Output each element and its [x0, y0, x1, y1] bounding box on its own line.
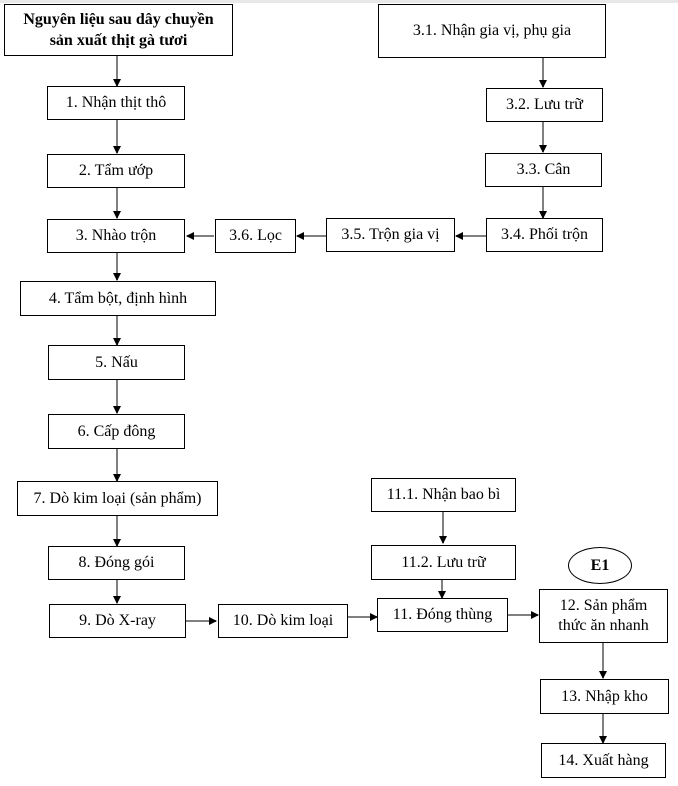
step-3-2-storage: 3.2. Lưu trữ	[486, 88, 603, 122]
step-11-case-pack: 11. Đóng thùng	[377, 598, 508, 632]
step-10-metal-detect: 10. Dò kim loại	[218, 604, 348, 638]
step-label: 3.3. Cân	[516, 161, 571, 178]
step-7-metal-detect-product: 7. Dò kim loại (sản phẩm)	[17, 481, 218, 516]
start-node-line1: Nguyên liệu sau dây chuyền	[23, 11, 214, 28]
step-label: 9. Dò X-ray	[79, 612, 156, 629]
step-3-5-mix-spices: 3.5. Trộn gia vị	[326, 218, 455, 252]
step-label: 14. Xuất hàng	[558, 751, 649, 769]
top-border-band	[0, 0, 678, 3]
step-5-cook: 5. Nấu	[48, 345, 185, 380]
step-11-2-storage: 11.2. Lưu trữ	[371, 545, 516, 580]
step-2-marinate: 2. Tẩm ướp	[47, 154, 185, 188]
step-label: 1. Nhận thịt thô	[65, 94, 167, 111]
step-4-coat-shape: 4. Tẩm bột, định hình	[20, 281, 216, 316]
step-label: 11.1. Nhận bao bì	[386, 486, 501, 503]
e1-marker: E1	[568, 547, 632, 584]
step-label: 3.2. Lưu trữ	[506, 96, 583, 113]
step-label: 7. Dò kim loại (sản phẩm)	[33, 489, 202, 507]
step-1-receive-raw-meat: 1. Nhận thịt thô	[47, 86, 185, 120]
step-label: 3. Nhào trộn	[75, 227, 157, 244]
step-label: 11. Đóng thùng	[392, 606, 493, 623]
step-label: 2. Tẩm ướp	[78, 162, 154, 179]
step-3-4-blend: 3.4. Phối trộn	[486, 218, 603, 252]
step-13-warehouse-in: 13. Nhập kho	[540, 679, 669, 714]
step-6-freeze: 6. Cấp đông	[48, 414, 185, 449]
step-14-dispatch: 14. Xuất hàng	[541, 743, 666, 778]
step-label: 3.1. Nhận gia vị, phụ gia	[412, 22, 572, 39]
step-label-line1: 12. Sản phẩm	[559, 597, 648, 614]
step-3-knead-mix: 3. Nhào trộn	[47, 219, 185, 253]
e1-marker-label: E1	[590, 556, 610, 574]
step-label-line2: thức ăn nhanh	[558, 617, 649, 634]
start-node-line2: sản xuất thịt gà tươi	[49, 32, 188, 49]
step-3-1-receive-spices: 3.1. Nhận gia vị, phụ gia	[378, 4, 606, 58]
step-label: 3.4. Phối trộn	[500, 226, 589, 243]
step-3-6-filter: 3.6. Lọc	[215, 219, 296, 253]
step-3-3-weigh: 3.3. Cân	[485, 153, 602, 187]
step-label: 13. Nhập kho	[561, 687, 648, 705]
step-11-1-receive-packaging: 11.1. Nhận bao bì	[371, 478, 516, 512]
step-8-pack: 8. Đóng gói	[48, 546, 185, 580]
start-node-raw-material: Nguyên liệu sau dây chuyền sản xuất thịt…	[4, 4, 233, 56]
step-label: 3.6. Lọc	[229, 227, 282, 244]
step-label: 6. Cấp đông	[77, 422, 156, 440]
step-label: 11.2. Lưu trữ	[401, 553, 486, 571]
step-9-xray: 9. Dò X-ray	[49, 604, 186, 638]
step-12-fast-food-product: 12. Sản phẩm thức ăn nhanh	[539, 589, 668, 643]
step-label: 5. Nấu	[95, 353, 138, 371]
step-label: 10. Dò kim loại	[232, 612, 334, 629]
step-label: 4. Tẩm bột, định hình	[48, 289, 188, 307]
step-label: 8. Đóng gói	[78, 554, 155, 571]
step-label: 3.5. Trộn gia vị	[341, 226, 440, 243]
